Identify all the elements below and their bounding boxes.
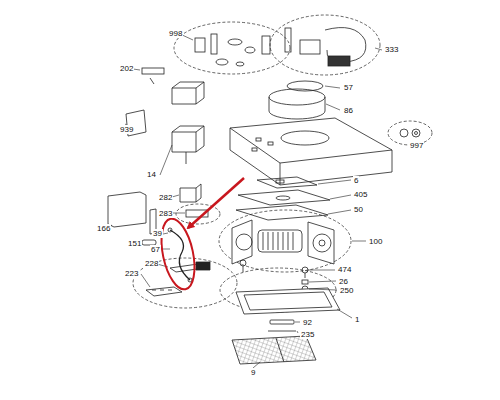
- callout-number: 6: [353, 176, 359, 185]
- callout-number: 92: [302, 318, 313, 327]
- callout-number: 202: [119, 64, 134, 73]
- callout-number: 1: [354, 315, 360, 324]
- callout-number: 9: [250, 368, 256, 377]
- callout-number: 998: [168, 29, 183, 38]
- callout-number: 39: [152, 229, 163, 238]
- callout-number: 283: [158, 209, 173, 218]
- callout-number: 235: [300, 330, 315, 339]
- callout-number: 26: [338, 277, 349, 286]
- callout-number: 474: [337, 265, 352, 274]
- callout-number: 250: [339, 286, 354, 295]
- callout-number: 228: [144, 259, 159, 268]
- callout-number: 939: [119, 125, 134, 134]
- callout-number: 405: [353, 190, 368, 199]
- callout-number: 166: [96, 224, 111, 233]
- callout-number: 997: [409, 141, 424, 150]
- callout-number: 50: [353, 205, 364, 214]
- callout-number: 57: [343, 83, 354, 92]
- callout-number: 282: [158, 193, 173, 202]
- callout-number: 86: [343, 106, 354, 115]
- callout-number: 223: [124, 269, 139, 278]
- callout-number: 67: [150, 245, 161, 254]
- callout-number: 151: [127, 239, 142, 248]
- callout-number: 14: [146, 170, 157, 179]
- callout-number: 333: [384, 45, 399, 54]
- callout-number: 100: [368, 237, 383, 246]
